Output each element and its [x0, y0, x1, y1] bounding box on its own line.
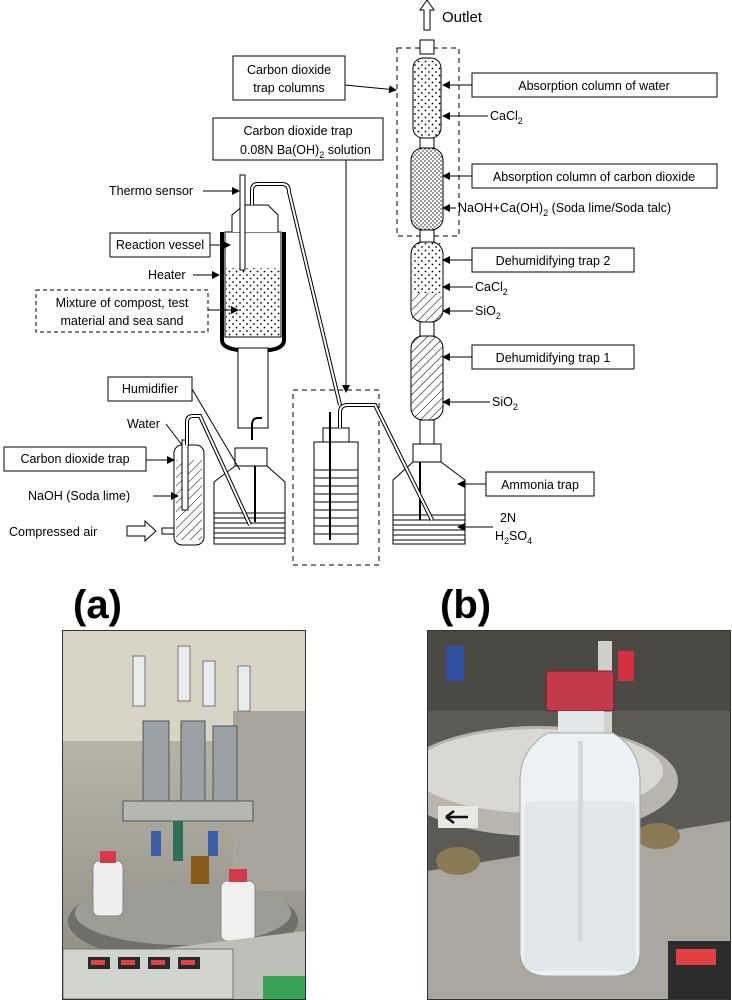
label-abs-co2: Absorption column of carbon dioxide	[442, 163, 718, 189]
label-cacl2-a: CaCl2	[490, 109, 523, 126]
label-h2so4: H2SO4	[495, 529, 532, 546]
svg-text:Dehumidifying trap 1: Dehumidifying trap 1	[496, 351, 611, 365]
label-sio2-a: SiO2	[475, 304, 501, 321]
label-mixture: Mixture of compost, test material and se…	[35, 289, 239, 333]
svg-text:material and sea sand: material and sea sand	[61, 314, 184, 328]
label-soda: NaOH+Ca(OH)2 (Soda lime/Soda talc)	[458, 201, 671, 218]
label-thermo-sensor: Thermo sensor	[109, 184, 193, 198]
svg-text:Mixture of compost, test: Mixture of compost, test	[56, 296, 189, 310]
humidifier-bottle	[213, 447, 286, 545]
svg-text:Dehumidifying trap 2: Dehumidifying trap 2	[496, 254, 611, 268]
label-co2-trap-baoh: Carbon dioxide trap 0.08N Ba(OH)2 soluti…	[212, 117, 384, 393]
label-sio2-b: SiO2	[492, 395, 518, 412]
svg-text:Reaction vessel: Reaction vessel	[116, 238, 204, 252]
label-heater: Heater	[148, 268, 186, 282]
svg-text:Carbon dioxide trap: Carbon dioxide trap	[243, 124, 352, 138]
photo-bottle-b	[427, 630, 731, 1000]
outlet-label: Outlet	[442, 9, 483, 26]
compressed-air-arrow	[126, 519, 157, 543]
panel-a-label: (a)	[73, 583, 122, 627]
trap-column-stack	[410, 39, 444, 445]
label-co2-trap-columns: Carbon dioxide trap columns	[232, 55, 397, 101]
apparatus-diagram: Outlet	[3, 0, 718, 566]
svg-text:Absorption column of carbon di: Absorption column of carbon dioxide	[493, 170, 695, 184]
svg-text:Carbon dioxide: Carbon dioxide	[247, 63, 331, 77]
panel-b-label: (b)	[440, 583, 492, 627]
label-dehum1: Dehumidifying trap 1	[442, 344, 635, 370]
co2-trap-tube	[161, 414, 252, 546]
label-water: Water	[127, 417, 160, 431]
svg-text:trap columns: trap columns	[253, 81, 325, 95]
svg-text:0.08N Ba(OH)2 solution: 0.08N Ba(OH)2 solution	[240, 143, 371, 160]
svg-text:Ammonia trap: Ammonia trap	[501, 478, 579, 492]
ammonia-trap-bottle	[392, 443, 466, 545]
baoh-trap-box	[292, 389, 380, 566]
svg-text:Humidifier: Humidifier	[122, 382, 178, 396]
outlet-arrow	[419, 0, 435, 31]
svg-text:Carbon dioxide trap: Carbon dioxide trap	[20, 452, 129, 466]
label-dehum2: Dehumidifying trap 2	[442, 247, 635, 273]
label-reaction-vessel: Reaction vessel	[109, 232, 231, 258]
reaction-vessel	[220, 174, 342, 440]
label-compressed-air: Compressed air	[9, 525, 97, 539]
svg-text:Absorption column of water: Absorption column of water	[518, 79, 669, 93]
baoh-trap-bottle	[313, 403, 434, 545]
label-naoh: NaOH (Soda lime)	[28, 489, 130, 503]
label-h2so4-2n: 2N	[500, 511, 516, 525]
label-cacl2-b: CaCl2	[475, 280, 508, 297]
label-co2-trap: Carbon dioxide trap	[3, 446, 175, 472]
label-ammonia-trap: Ammonia trap	[457, 471, 595, 497]
label-abs-water: Absorption column of water	[442, 72, 718, 98]
label-humidifier: Humidifier	[107, 376, 241, 471]
photo-apparatus-a	[62, 630, 306, 1000]
